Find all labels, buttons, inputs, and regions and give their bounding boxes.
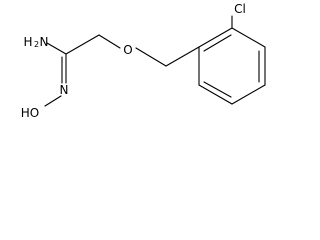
- ether-oxygen-label: O: [123, 43, 132, 57]
- bond-benzyl-ring: [165, 46, 200, 67]
- ring-bond-5: [198, 84, 233, 105]
- ring-bond-1: [198, 27, 233, 48]
- bond-methylene-oxygen: [98, 34, 121, 49]
- bond-amine-carbon: [46, 42, 67, 55]
- chemical-structure: Cl H 2 N O N HO: [21, 2, 266, 120]
- amine-n-label: N: [40, 35, 49, 49]
- bond-imine-hydroxy: [44, 95, 62, 107]
- amine-subscript-label: 2: [34, 40, 39, 49]
- hydroxy-label: HO: [21, 106, 39, 120]
- ring-inner-bond-1: [203, 34, 232, 52]
- bond-carbon-methylene: [65, 34, 100, 55]
- ring-bond-4: [231, 84, 266, 105]
- atom-label-layer: Cl H 2 N O N HO: [21, 2, 246, 120]
- amine-h-label: H: [23, 35, 32, 49]
- ring-inner-bond-3: [203, 81, 232, 98]
- bond-layer: [44, 15, 266, 107]
- ring-bond-2: [231, 27, 266, 48]
- imine-nitrogen-label: N: [60, 83, 69, 97]
- chlorine-label: Cl: [234, 2, 246, 16]
- bond-oxygen-benzyl: [135, 47, 167, 67]
